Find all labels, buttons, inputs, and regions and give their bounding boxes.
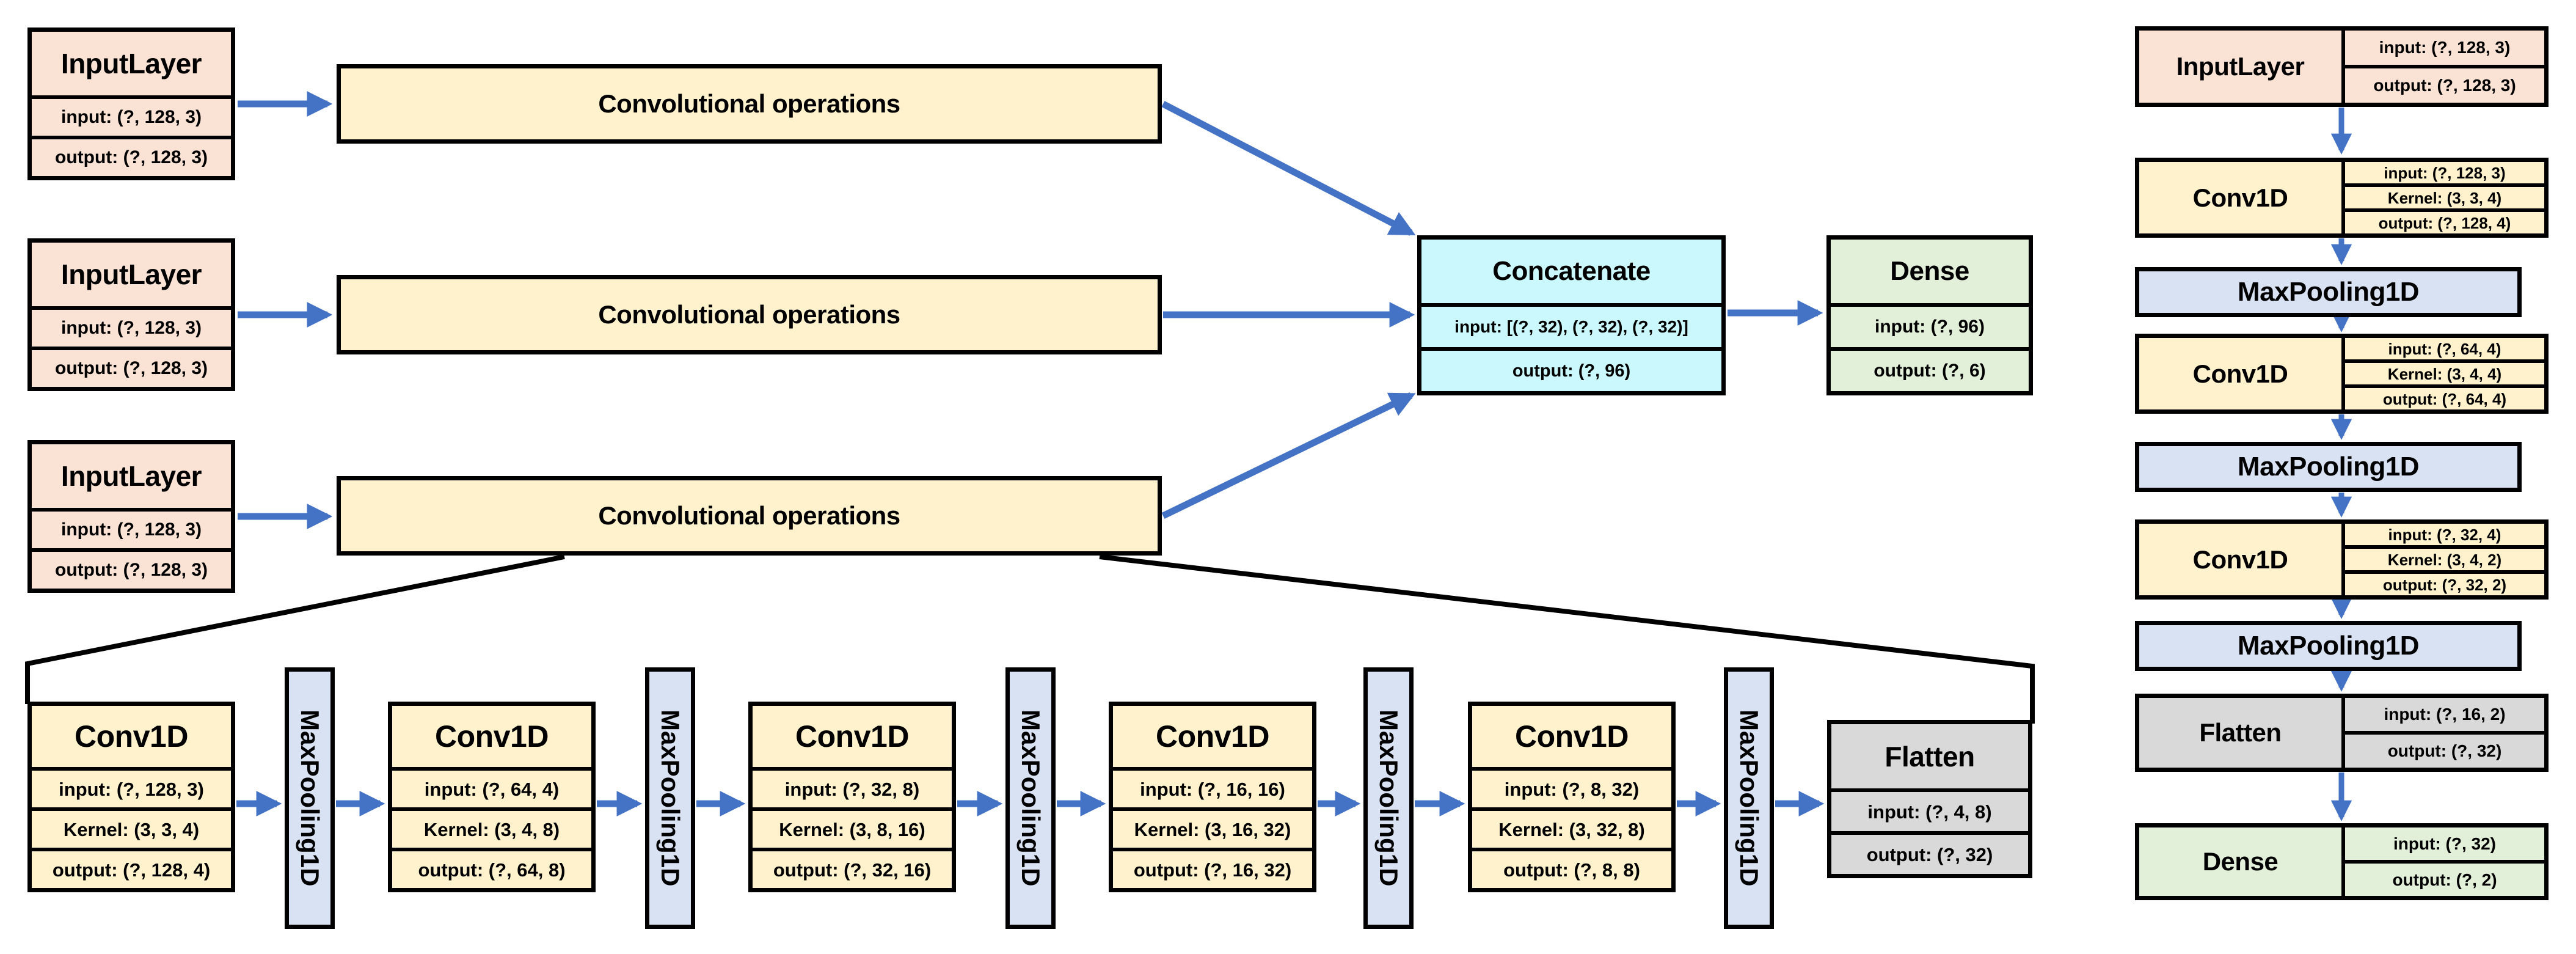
layer-title: Concatenate xyxy=(1492,256,1651,286)
maxpooling-label: MaxPooling1D xyxy=(296,710,324,887)
output-shape-row: output: (?, 128, 3) xyxy=(32,548,231,589)
input-shape-row: input: (?, 128, 3) xyxy=(32,306,231,347)
input-shape-row: input: (?, 64, 4) xyxy=(2388,339,2501,358)
output-shape-row: output: (?, 8, 8) xyxy=(1472,848,1671,888)
flow-arrow xyxy=(1161,392,1416,519)
layer-title: Conv1D xyxy=(1156,719,1269,754)
layer-title: Dense xyxy=(2139,827,2345,896)
output-shape-row: output: (?, 128, 4) xyxy=(32,848,231,888)
right-conv1d-box-2: Conv1D input: (?, 64, 4) Kernel: (3, 4, … xyxy=(2135,334,2549,414)
kernel-shape-row: Kernel: (3, 16, 32) xyxy=(1113,807,1312,848)
output-shape-row: output: (?, 128, 3) xyxy=(32,136,231,176)
output-shape-row: output: (?, 32, 2) xyxy=(2345,570,2544,595)
output-shape-row: output: (?, 128, 3) xyxy=(2345,65,2544,103)
input-shape-row: input: (?, 128, 3) xyxy=(32,508,231,548)
output-shape-row: output: (?, 32) xyxy=(2345,731,2544,768)
right-maxpooling-box-3: MaxPooling1D xyxy=(2135,621,2522,671)
input-shape-row: input: (?, 4, 8) xyxy=(1831,788,2028,831)
expansion-line-left xyxy=(25,554,565,704)
conv1d-box-4: Conv1D input: (?, 16, 16) Kernel: (3, 16… xyxy=(1109,702,1316,892)
layer-title: Conv1D xyxy=(1515,719,1629,754)
layer-title: InputLayer xyxy=(60,259,202,290)
maxpooling-bar-4: MaxPooling1D xyxy=(1363,667,1414,929)
input-shape-row: input: (?, 128, 3) xyxy=(32,767,231,807)
right-maxpooling-box-1: MaxPooling1D xyxy=(2135,267,2522,317)
maxpooling-bar-2: MaxPooling1D xyxy=(645,667,695,929)
kernel-shape-row: Kernel: (3, 3, 4) xyxy=(2345,183,2544,208)
input-layer-box-3: InputLayer input: (?, 128, 3) output: (?… xyxy=(27,440,235,593)
conv1d-box-1: Conv1D input: (?, 128, 3) Kernel: (3, 3,… xyxy=(27,702,235,892)
layer-title: Flatten xyxy=(2139,698,2345,768)
kernel-shape-row: Kernel: (3, 32, 8) xyxy=(1472,807,1671,848)
conv1d-box-3: Conv1D input: (?, 32, 8) Kernel: (3, 8, … xyxy=(748,702,956,892)
kernel-shape-row: Kernel: (3, 3, 4) xyxy=(32,807,231,848)
expansion-line-right xyxy=(1099,554,2035,724)
layer-title: Conv1D xyxy=(75,719,188,754)
right-conv1d-box-1: Conv1D input: (?, 128, 3) Kernel: (3, 3,… xyxy=(2135,158,2549,238)
output-shape-row: output: (?, 6) xyxy=(1831,347,2029,391)
input-shape-row: input: (?, 32, 8) xyxy=(753,767,952,807)
conv-ops-box-1: Convolutional operations xyxy=(337,64,1162,144)
maxpooling-label: MaxPooling1D xyxy=(1735,710,1764,887)
maxpooling-label: MaxPooling1D xyxy=(656,710,685,887)
input-layer-box-2: InputLayer input: (?, 128, 3) output: (?… xyxy=(27,238,235,391)
conv-ops-box-3: Convolutional operations xyxy=(337,476,1162,556)
input-shape-row: input: (?, 64, 4) xyxy=(392,767,591,807)
maxpooling-bar-5: MaxPooling1D xyxy=(1724,667,1774,929)
input-shape-row: input: (?, 8, 32) xyxy=(1472,767,1671,807)
output-shape-row: output: (?, 64, 8) xyxy=(392,848,591,888)
input-shape-row: input: (?, 16, 2) xyxy=(2384,705,2506,724)
layer-title: Dense xyxy=(1890,256,1969,286)
input-shape-row: input: (?, 96) xyxy=(1831,303,2029,347)
layer-title: Conv1D xyxy=(795,719,909,754)
maxpooling-label: MaxPooling1D xyxy=(1016,710,1045,887)
kernel-shape-row: Kernel: (3, 8, 16) xyxy=(753,807,952,848)
output-shape-row: output: (?, 128, 4) xyxy=(2345,208,2544,233)
conv-ops-box-2: Convolutional operations xyxy=(337,275,1162,354)
layer-title: InputLayer xyxy=(60,48,202,79)
flatten-box: Flatten input: (?, 4, 8) output: (?, 32) xyxy=(1827,720,2032,878)
conv1d-box-5: Conv1D input: (?, 8, 32) Kernel: (3, 32,… xyxy=(1468,702,1676,892)
input-shape-row: input: (?, 16, 16) xyxy=(1113,767,1312,807)
layer-title: InputLayer xyxy=(60,460,202,492)
input-shape-row: input: [(?, 32), (?, 32), (?, 32)] xyxy=(1421,303,1721,347)
layer-title: Conv1D xyxy=(2139,338,2345,409)
input-shape-row: input: (?, 32, 4) xyxy=(2388,525,2501,544)
output-shape-row: output: (?, 64, 4) xyxy=(2345,384,2544,409)
input-shape-row: input: (?, 32) xyxy=(2393,834,2496,853)
layer-title: Flatten xyxy=(1885,740,1975,772)
dense-box: Dense input: (?, 96) output: (?, 6) xyxy=(1826,235,2033,395)
concatenate-box: Concatenate input: [(?, 32), (?, 32), (?… xyxy=(1417,235,1726,395)
right-conv1d-box-3: Conv1D input: (?, 32, 4) Kernel: (3, 4, … xyxy=(2135,519,2549,600)
right-dense-box: Dense input: (?, 32) output: (?, 2) xyxy=(2135,823,2549,900)
kernel-shape-row: Kernel: (3, 4, 8) xyxy=(392,807,591,848)
maxpooling-bar-3: MaxPooling1D xyxy=(1005,667,1056,929)
output-shape-row: output: (?, 32) xyxy=(1831,831,2028,874)
input-shape-row: input: (?, 128, 3) xyxy=(32,95,231,136)
conv1d-box-2: Conv1D input: (?, 64, 4) Kernel: (3, 4, … xyxy=(388,702,596,892)
output-shape-row: output: (?, 96) xyxy=(1421,347,1721,391)
output-shape-row: output: (?, 16, 32) xyxy=(1113,848,1312,888)
output-shape-row: output: (?, 2) xyxy=(2345,860,2544,896)
layer-title: Conv1D xyxy=(2139,162,2345,233)
maxpooling-label: MaxPooling1D xyxy=(1374,710,1403,887)
kernel-shape-row: Kernel: (3, 4, 2) xyxy=(2345,545,2544,570)
input-shape-row: input: (?, 128, 3) xyxy=(2384,163,2506,182)
layer-title: InputLayer xyxy=(2139,31,2345,103)
maxpooling-bar-1: MaxPooling1D xyxy=(285,667,335,929)
layer-title: Conv1D xyxy=(2139,524,2345,595)
right-maxpooling-box-2: MaxPooling1D xyxy=(2135,442,2522,492)
input-layer-box-1: InputLayer input: (?, 128, 3) output: (?… xyxy=(27,28,235,180)
input-shape-row: input: (?, 128, 3) xyxy=(2379,38,2511,57)
flow-arrow xyxy=(1161,101,1416,236)
layer-title: Conv1D xyxy=(435,719,549,754)
right-flatten-box: Flatten input: (?, 16, 2) output: (?, 32… xyxy=(2135,694,2549,772)
right-input-layer-box: InputLayer input: (?, 128, 3) output: (?… xyxy=(2135,26,2549,107)
output-shape-row: output: (?, 128, 3) xyxy=(32,347,231,387)
output-shape-row: output: (?, 32, 16) xyxy=(753,848,952,888)
kernel-shape-row: Kernel: (3, 4, 4) xyxy=(2345,359,2544,384)
